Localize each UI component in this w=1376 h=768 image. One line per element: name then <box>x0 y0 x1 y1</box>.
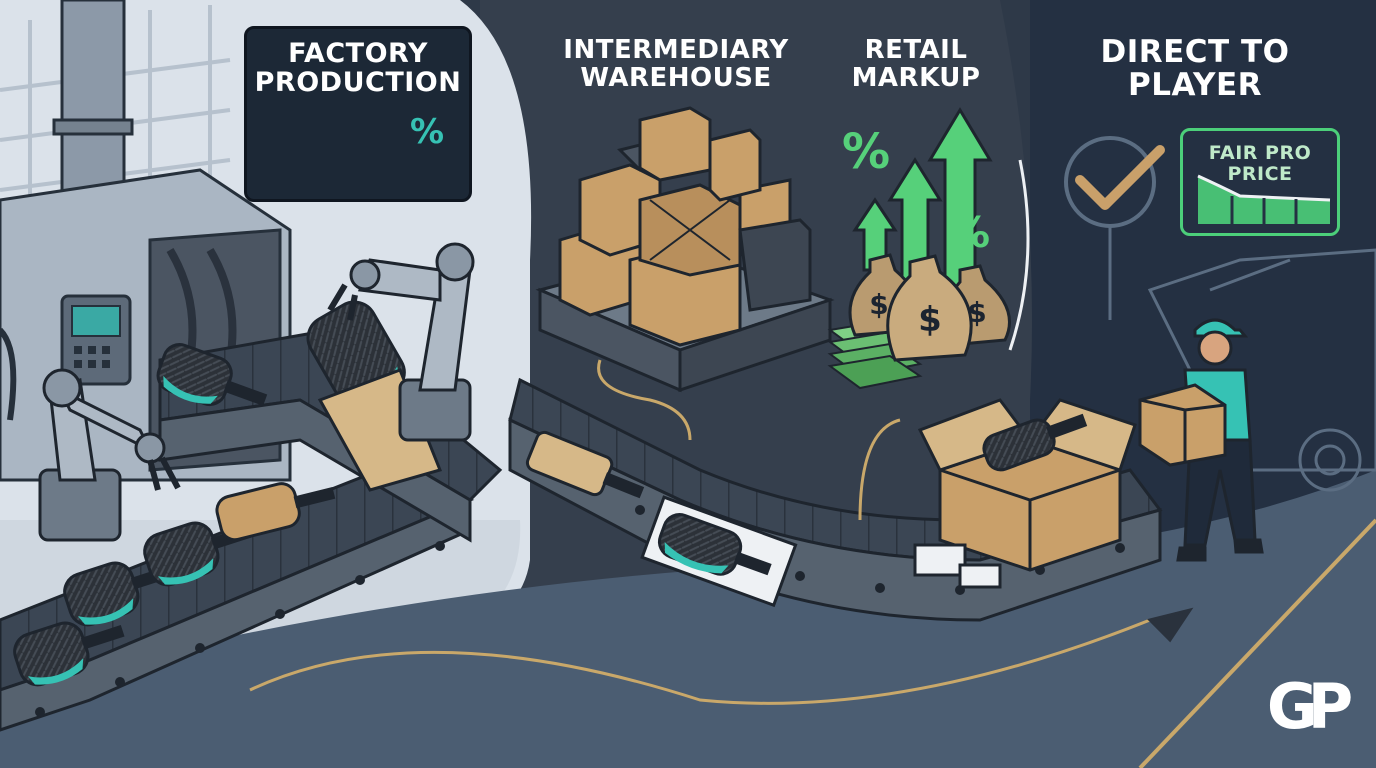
road <box>0 470 1376 768</box>
open-box-icon <box>913 398 1137 589</box>
factory-production-title: FACTORY PRODUCTION <box>254 38 462 99</box>
money-bag-icon <box>848 253 1011 362</box>
retail-markup-title: RETAIL MARKUP <box>851 35 981 94</box>
retail-divider <box>1008 159 1030 351</box>
road-edge-line <box>1138 518 1376 768</box>
delivery-person-icon <box>1138 318 1264 562</box>
box-stack-icon <box>535 106 835 393</box>
direct-to-player-title: DIRECT TO PLAYER <box>1100 34 1290 104</box>
dollar-icon: $ <box>967 296 987 329</box>
robot-arm-icon <box>38 242 475 542</box>
intermediary-warehouse-title: INTERMEDIARY WAREHOUSE <box>563 35 789 94</box>
fair-pro-price-card: FAIR PRO PRICE <box>1180 128 1340 236</box>
gp-logo: GP <box>1266 670 1353 743</box>
fair-price-chart <box>1197 174 1331 224</box>
up-arrow-icon <box>852 107 993 302</box>
factory-percent-icon: % <box>410 112 445 152</box>
percent-icon: % <box>842 124 891 180</box>
fair-pro-price-title: FAIR PRO PRICE <box>1208 142 1312 185</box>
dollar-icon: $ <box>869 288 889 321</box>
path-lines <box>249 359 1194 705</box>
factory-production-card: FACTORY PRODUCTION <box>244 26 472 202</box>
checkmark-icon <box>1064 136 1165 320</box>
percent-icon: % <box>948 208 991 257</box>
dollar-icon: $ <box>918 300 942 340</box>
